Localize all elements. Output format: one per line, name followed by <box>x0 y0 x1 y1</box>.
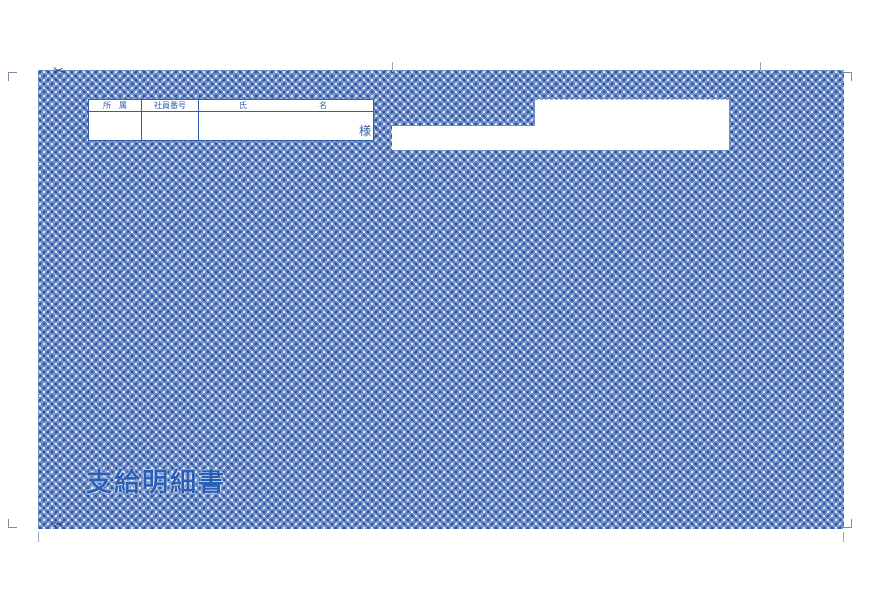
tick-mark <box>392 62 393 72</box>
tick-mark <box>843 532 844 542</box>
tick-mark <box>38 532 39 542</box>
name-header: 氏 名 <box>198 99 374 112</box>
dept-field <box>88 111 142 141</box>
name-header-part1: 氏 <box>239 101 247 110</box>
blank-window-top <box>535 99 729 127</box>
honorific-label: 様 <box>358 124 371 138</box>
name-header-part2: 名 <box>319 101 327 110</box>
employee-info-table: 所 属 社員番号 氏 名 様 <box>88 99 374 141</box>
crop-mark-bottom-left <box>8 519 17 528</box>
document-title: 支給明細書 <box>86 468 227 498</box>
employee-number-field <box>141 111 199 141</box>
crop-mark-top-right <box>843 72 852 81</box>
tick-mark <box>760 62 761 72</box>
crop-mark-bottom-right <box>843 519 852 528</box>
crop-mark-top-left <box>8 72 17 81</box>
scissors-icon: ✂ <box>53 64 64 79</box>
dept-header: 所 属 <box>88 99 142 112</box>
scissors-icon: ✂ <box>53 518 64 533</box>
name-field: 様 <box>198 111 374 141</box>
employee-number-header: 社員番号 <box>141 99 199 112</box>
blank-address-box <box>392 126 729 150</box>
